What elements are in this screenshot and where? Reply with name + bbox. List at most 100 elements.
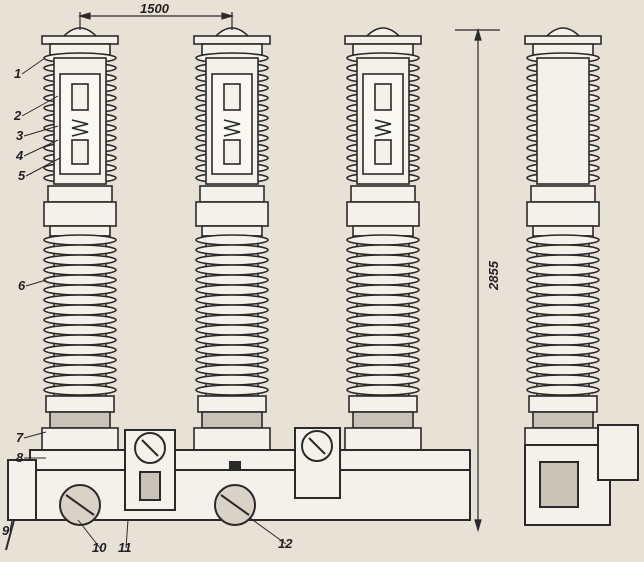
right-cabinet-door xyxy=(539,461,579,508)
dim-arrow-bottom xyxy=(474,519,482,533)
bottom-flange xyxy=(45,395,115,413)
circuit-breaker-poles xyxy=(41,27,602,451)
callout-label-8: 8 xyxy=(16,450,24,465)
contact-upper xyxy=(223,83,241,111)
lower-shed xyxy=(346,354,420,366)
callout-label-10: 10 xyxy=(92,540,107,555)
wheel-lever-left xyxy=(65,494,95,516)
lower-shed xyxy=(346,334,420,346)
lower-shed xyxy=(195,264,269,276)
gauge-needle-left xyxy=(141,439,159,457)
contact-upper xyxy=(71,83,89,111)
lower-shed xyxy=(43,294,117,306)
pole-top-flange xyxy=(193,35,271,45)
lower-shed xyxy=(526,314,600,326)
pole-top-flange xyxy=(344,35,422,45)
callout-label-7: 7 xyxy=(16,430,24,445)
pole-1 xyxy=(41,27,119,451)
callout-leader-9 xyxy=(9,519,13,532)
ground-rod xyxy=(5,519,15,551)
lower-shed xyxy=(195,244,269,256)
callout-leader-10 xyxy=(77,519,101,549)
lower-shed xyxy=(526,244,600,256)
lower-shed xyxy=(346,364,420,376)
lower-shed xyxy=(195,354,269,366)
right-aux-box xyxy=(597,424,639,481)
pole-base xyxy=(344,427,422,451)
lower-shed xyxy=(526,264,600,276)
lower-shed xyxy=(346,344,420,356)
dimension-spacing xyxy=(77,12,235,30)
lower-shed xyxy=(526,354,600,366)
lower-shed xyxy=(526,384,600,396)
lower-shed xyxy=(43,384,117,396)
lower-shed xyxy=(526,374,600,386)
gauge-needle-mid xyxy=(308,437,326,455)
lower-shed xyxy=(43,264,117,276)
indicator-left xyxy=(139,471,161,501)
lower-shed xyxy=(346,314,420,326)
callout-label-2: 2 xyxy=(13,108,22,123)
lower-shed xyxy=(195,344,269,356)
lower-shed xyxy=(195,294,269,306)
lower-shed xyxy=(346,274,420,286)
lower-shed xyxy=(195,284,269,296)
bottom-ring xyxy=(49,411,111,429)
dim-arrow-top xyxy=(474,27,482,41)
bottom-ring xyxy=(352,411,414,429)
lower-shed xyxy=(195,254,269,266)
middle-flange xyxy=(199,185,265,203)
callout-label-12: 12 xyxy=(278,536,293,551)
lower-shed xyxy=(195,304,269,316)
lower-shed xyxy=(526,274,600,286)
pole-3 xyxy=(344,27,422,451)
lower-shed xyxy=(195,374,269,386)
callout-leader-11 xyxy=(125,519,129,549)
callout-label-3: 3 xyxy=(16,128,24,143)
middle-collar xyxy=(526,201,600,227)
lower-shed xyxy=(43,324,117,336)
frame-marker xyxy=(229,461,241,469)
left-end-box xyxy=(7,459,37,521)
bottom-ring xyxy=(532,411,594,429)
lower-shed xyxy=(526,254,600,266)
pole-top-flange xyxy=(524,35,602,45)
lower-shed xyxy=(346,244,420,256)
dimension-height xyxy=(455,27,500,533)
lower-shed xyxy=(195,384,269,396)
lower-shed xyxy=(43,314,117,326)
callout-leader-3 xyxy=(23,125,59,137)
callout-label-4: 4 xyxy=(15,148,24,163)
lower-shed xyxy=(195,334,269,346)
base-frame xyxy=(5,424,639,551)
lower-shed xyxy=(195,274,269,286)
bottom-ring xyxy=(201,411,263,429)
dimension-spacing-label: 1500 xyxy=(140,1,170,16)
lower-shed xyxy=(346,284,420,296)
callout-leader-7 xyxy=(23,431,47,439)
lower-shed xyxy=(526,334,600,346)
contact-lower xyxy=(71,139,89,165)
spring xyxy=(223,119,241,137)
lower-shed xyxy=(43,344,117,356)
callout-leader-6 xyxy=(25,279,47,287)
lower-shed xyxy=(346,304,420,316)
pole-top-flange xyxy=(41,35,119,45)
middle-collar xyxy=(195,201,269,227)
lower-shed xyxy=(346,294,420,306)
contact-lower xyxy=(223,139,241,165)
lower-shed xyxy=(43,234,117,246)
bottom-flange xyxy=(528,395,598,413)
middle-flange xyxy=(47,185,113,203)
lower-shed xyxy=(43,354,117,366)
callout-leader-2 xyxy=(21,95,59,117)
callout-leader-4 xyxy=(23,139,59,157)
callout-leader-1 xyxy=(21,57,46,75)
callout-leader-5 xyxy=(25,157,61,177)
middle-flange xyxy=(350,185,416,203)
lower-shed xyxy=(346,374,420,386)
lower-shed xyxy=(526,304,600,316)
lower-shed xyxy=(43,304,117,316)
callout-label-6: 6 xyxy=(18,278,26,293)
